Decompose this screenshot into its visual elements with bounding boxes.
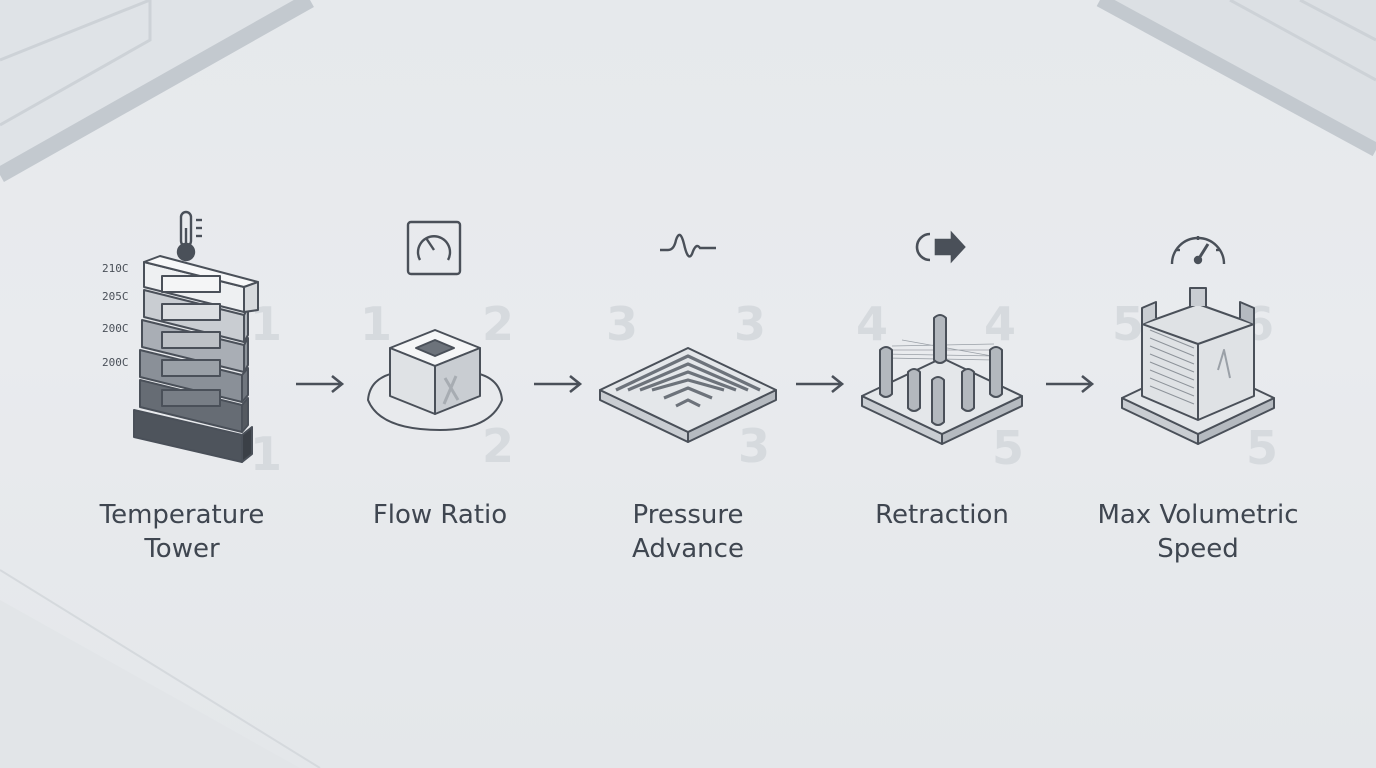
label-line: Temperature: [99, 500, 265, 530]
label-line: Speed: [1157, 534, 1239, 564]
pressure-advance-illustration: 3 3 3: [599, 233, 777, 473]
arrow-icon: [796, 374, 845, 394]
step-label: Pressure Advance: [568, 498, 808, 566]
temperature-tower-illustration: 1 1 210C 205C: [102, 210, 282, 481]
pressure-advance-plate: [599, 347, 777, 443]
tower-temp-label: 200C: [102, 356, 129, 369]
step-label: Retraction: [822, 498, 1062, 532]
flow-ratio-cube: [367, 329, 503, 431]
label-line: Flow Ratio: [372, 500, 508, 530]
thermometer-icon: [176, 210, 202, 262]
ghost-number: 2: [482, 419, 514, 473]
step-max-volumetric-speed: 5 6 5 Max Volu: [1078, 200, 1318, 580]
ghost-number: 1: [360, 297, 392, 351]
arrow-icon: [534, 374, 583, 394]
wave-icon: [660, 233, 716, 258]
step-label: Temperature Tower: [62, 498, 302, 566]
step-label: Flow Ratio: [320, 498, 560, 532]
ghost-number: 1: [250, 427, 282, 481]
label-line: Advance: [632, 534, 744, 564]
step-retraction: 4 4 5 Retraction: [822, 200, 1062, 580]
step-temperature-tower: 1 1 210C 205C: [62, 200, 302, 580]
retraction-test-plate: [861, 314, 1023, 445]
ghost-number: 4: [984, 297, 1016, 351]
ghost-number: 2: [482, 297, 514, 351]
step-pressure-advance: 3 3 3 Pressure Advance: [568, 200, 808, 580]
label-line: Pressure: [632, 500, 744, 530]
label-line: Tower: [144, 534, 220, 564]
tower-temp-label: 210C: [102, 262, 129, 275]
ghost-number: 5: [992, 421, 1024, 475]
ghost-number: 3: [606, 297, 638, 351]
step-flow-ratio: 1 2 2 Flow Ratio: [320, 200, 560, 580]
volumetric-speed-test-print: [1121, 287, 1275, 445]
flow-ratio-illustration: 1 2 2: [360, 220, 514, 473]
speedometer-icon: [1170, 236, 1226, 265]
ghost-number: 3: [738, 419, 770, 473]
tower-temp-label: 200C: [102, 322, 129, 335]
ghost-number: 5: [1246, 421, 1278, 475]
step-label: Max Volumetric Speed: [1078, 498, 1318, 566]
ghost-number: 4: [856, 297, 888, 351]
label-line: Max Volumetric: [1097, 500, 1299, 530]
arrow-icon: [296, 374, 345, 394]
ghost-number: 3: [734, 297, 766, 351]
retraction-arrow-icon: [915, 230, 966, 264]
arrow-icon: [1046, 374, 1095, 394]
retraction-illustration: 4 4 5: [856, 230, 1024, 475]
tower-blocks: [133, 255, 259, 463]
flow-gauge-icon: [406, 220, 462, 276]
max-volumetric-speed-illustration: 5 6 5: [1112, 236, 1278, 475]
label-line: Retraction: [875, 500, 1009, 530]
tower-temp-label: 205C: [102, 290, 129, 303]
ghost-number: 5: [1112, 297, 1144, 351]
